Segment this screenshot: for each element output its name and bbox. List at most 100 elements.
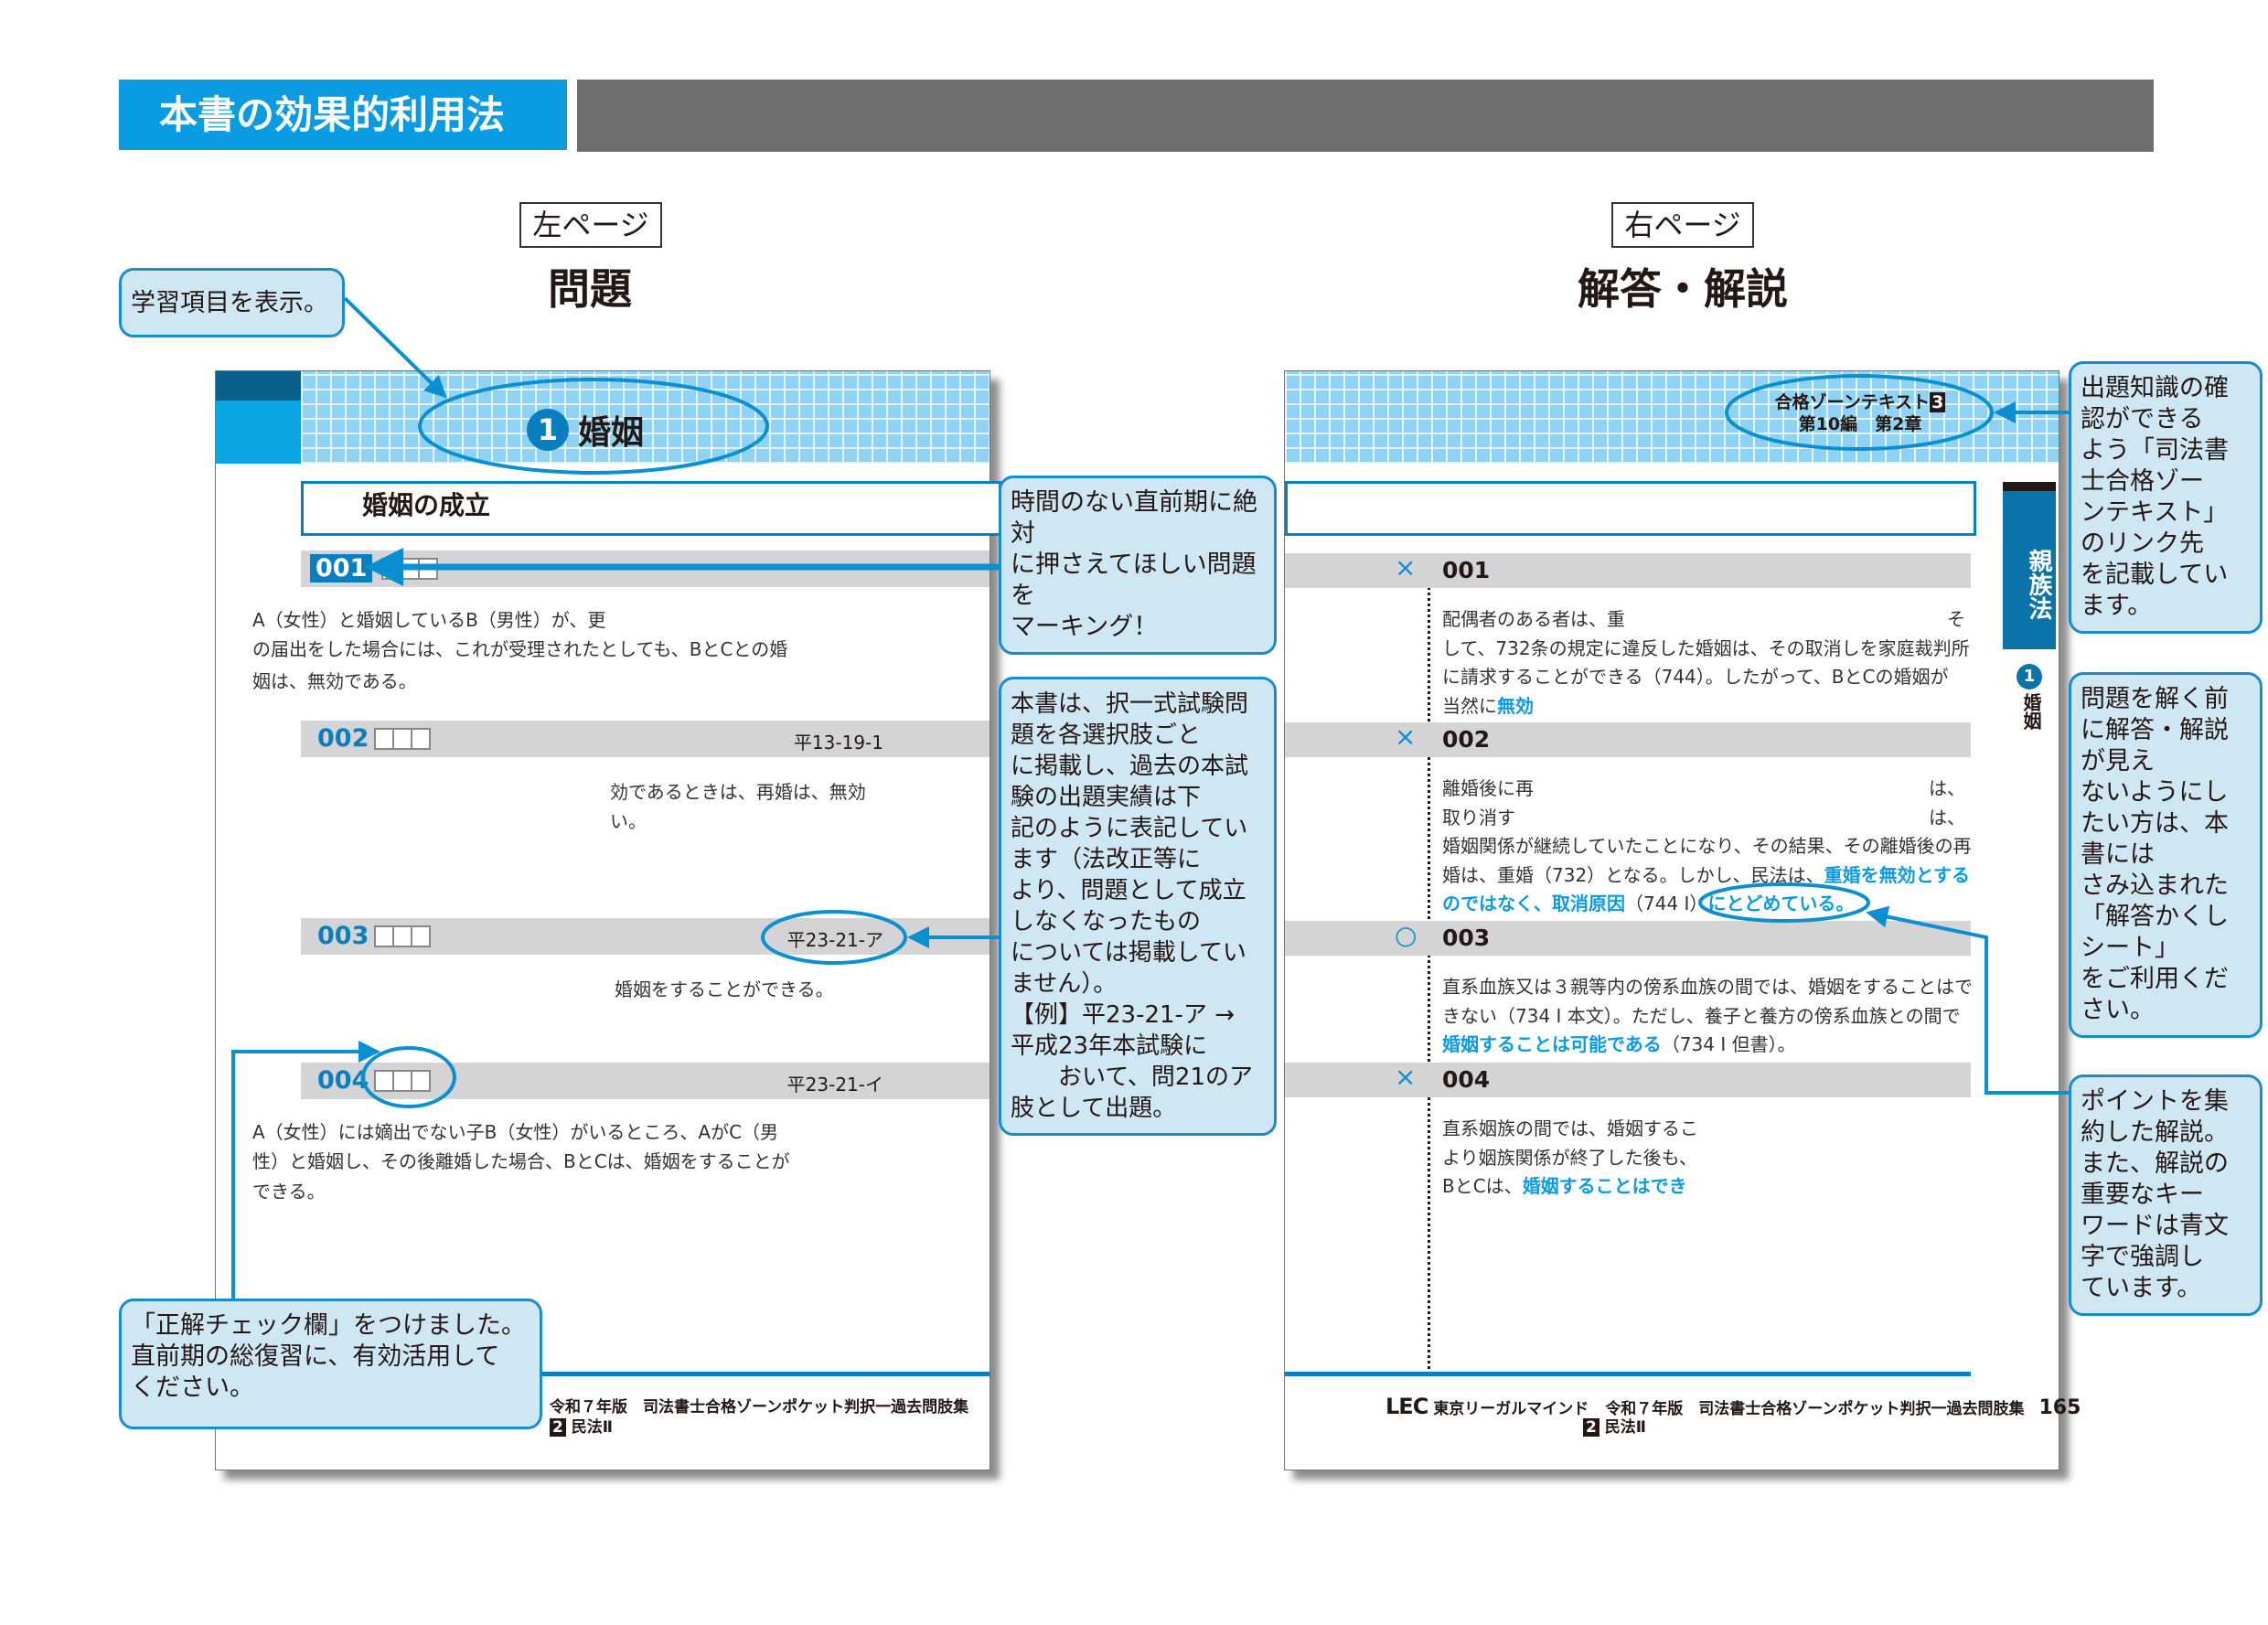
left-page-tag: 左ページ xyxy=(519,202,662,248)
text-segment: A（女性）と婚姻しているB（男性）が、更 xyxy=(252,609,606,631)
left-page-title: 問題 xyxy=(548,264,632,314)
explanation-line: 配偶者のある者は、重そ xyxy=(1442,606,1965,632)
text-segment: （734 I 但書）。 xyxy=(1661,1033,1796,1055)
question-row: 003 平23-21-ア xyxy=(301,918,990,955)
explanation-line: 当然に無効 xyxy=(1442,693,1965,719)
text-segment: そ xyxy=(1947,608,1965,630)
publisher: 東京リーガルマインド xyxy=(1433,1400,1589,1418)
text-segment: 無効 xyxy=(1497,694,1534,717)
footer-volume: 2 民法Ⅱ xyxy=(550,1414,613,1437)
check-box[interactable] xyxy=(376,730,394,748)
right-page-title: 解答・解説 xyxy=(1578,264,1788,314)
side-label: 婚姻 xyxy=(2020,693,2042,730)
callout-answer-sheet: 問題を解く前に解答・解説が見え ないようにしたい方は、本書には さみ込まれた「解… xyxy=(2069,672,2263,1038)
callout-marking: 時間のない直前期に絶対 に押さえてほしい問題を マーキング！ xyxy=(999,476,1277,655)
answer-number: 003 xyxy=(1442,925,1491,951)
question-text-line: 性）と婚姻し、その後離婚した場合、BとCは、婚姻をすることが xyxy=(252,1149,790,1174)
answer-divider xyxy=(1428,553,1430,1369)
explanation-line: に請求することができる（744）。したがって、BとCの婚姻が xyxy=(1442,664,1965,690)
text-segment: 婚姻関係が継続していたことになり、その結果、その離婚後の再 xyxy=(1442,835,1972,857)
footer-title: 令和７年版 司法書士合格ゾーンポケット判択一過去問肢集 xyxy=(1605,1400,2025,1418)
check-box[interactable] xyxy=(394,1072,412,1090)
side-tab[interactable]: 親族法 xyxy=(2003,482,2056,649)
answer-check-boxes[interactable] xyxy=(374,728,431,750)
chapter-label: 婚姻 xyxy=(578,414,645,452)
lec-logo: LEC xyxy=(1385,1394,1428,1419)
footer-rule xyxy=(216,1372,990,1376)
text-segment: 当然に xyxy=(1442,694,1497,717)
answer-check-boxes[interactable] xyxy=(374,1070,431,1092)
explanation-line: 直系姻族の間では、婚姻するこ xyxy=(1442,1116,1965,1141)
corner-dark xyxy=(216,371,301,401)
text-segment: に請求することができる（744）。したがって、BとCの婚姻が xyxy=(1442,666,1949,688)
question-text-line: A（女性）には嫡出でない子B（女性）がいるところ、AがC（男 xyxy=(252,1119,778,1145)
callout-learning-topic: 学習項目を表示。 xyxy=(119,268,345,337)
answer-row: × 004 xyxy=(1285,1062,1971,1097)
explanation-line: 婚は、重婚（732）となる。しかし、民法は、重婚を無効とする xyxy=(1442,862,1970,888)
answer-number: 002 xyxy=(1442,726,1491,753)
callout-check-column: 「正解チェック欄」をつけました。 直前期の総復習に、有効活用して ください。 xyxy=(119,1299,542,1429)
explanation-line: より姻族関係が終了した後も、 xyxy=(1442,1145,1965,1171)
answer-mark: ○ xyxy=(1395,920,1418,950)
checkbox-oval xyxy=(361,1046,456,1108)
question-number: 004 xyxy=(317,1066,369,1095)
section-box xyxy=(1285,481,1976,536)
arrow-to-chapter xyxy=(343,296,447,399)
answer-mark: × xyxy=(1395,722,1417,752)
explanation-line: 婚姻することは可能である（734 I 但書）。 xyxy=(1442,1032,1965,1057)
answer-number: 004 xyxy=(1442,1066,1491,1093)
question-text-line: い。 xyxy=(610,808,647,834)
arrow-to-checkbox xyxy=(231,1041,380,1299)
answer-row: × 002 xyxy=(1285,722,1971,757)
exam-reference: 平23-21-ア xyxy=(786,929,883,951)
check-box[interactable] xyxy=(394,730,412,748)
volume-badge: 2 xyxy=(1583,1418,1599,1437)
text-segment: にとどめている。 xyxy=(1707,893,1855,914)
explanation-line: 離婚後に再は、 xyxy=(1442,775,1965,801)
check-box[interactable] xyxy=(376,1072,394,1090)
side-number-icon: 1 xyxy=(2017,664,2042,690)
keyword-oval xyxy=(1698,882,1870,923)
page-heading: 本書の効果的利用法 xyxy=(119,80,567,150)
text-segment: 効であるときは、再婚は、無効 xyxy=(610,781,866,803)
question-text-line: 婚姻をすることができる。 xyxy=(615,977,834,1002)
corner-cyan xyxy=(216,401,301,464)
footer-volume: 2 民法Ⅱ xyxy=(1583,1414,1646,1437)
explanation-line: のではなく、取消原因（744 I）にとどめている。 xyxy=(1442,891,1965,916)
explanation-line: BとCは、婚姻することはでき xyxy=(1442,1173,1965,1199)
text-segment: 婚は、重婚（732）となる。しかし、民法は、 xyxy=(1442,863,1824,886)
text-segment: できる。 xyxy=(252,1181,326,1203)
text-segment: のではなく、取消原因 xyxy=(1442,893,1625,914)
question-number: 003 xyxy=(317,922,369,950)
link-chapter: 第10編 第2章 xyxy=(1798,414,1922,434)
footer-rule xyxy=(1285,1372,1971,1376)
link-oval xyxy=(1725,374,1994,451)
footer-title: 令和７年版 司法書士合格ゾーンポケット判択一過去問肢集 xyxy=(550,1398,969,1417)
check-box[interactable] xyxy=(376,927,394,946)
answer-number: 001 xyxy=(1442,557,1491,583)
text-segment: 重婚を無効とする xyxy=(1824,863,1970,886)
footer: LEC 東京リーガルマインド 令和７年版 司法書士合格ゾーンポケット判択一過去問… xyxy=(1385,1394,2081,1419)
text-segment: BとCは、 xyxy=(1442,1175,1523,1197)
answer-row: ×001 xyxy=(1285,552,1971,588)
heading-bar xyxy=(577,80,2154,152)
text-segment: 直系血族又は３親等内の傍系血族の間では、婚姻をすることはで xyxy=(1442,976,1973,998)
arrow-to-keyword xyxy=(1866,905,2069,1095)
text-segment: 性）と婚姻し、その後離婚した場合、BとCは、婚姻をすることが xyxy=(252,1150,790,1172)
ref-oval xyxy=(761,910,907,965)
check-box[interactable] xyxy=(394,927,412,946)
text-segment: 婚姻することは可能である xyxy=(1442,1033,1662,1055)
callout-exam-record: 本書は、択一式試験問題を各選択肢ごと に掲載し、過去の本試験の出題実績は下 記の… xyxy=(999,677,1277,1136)
text-segment: 婚姻をすることができる。 xyxy=(615,978,834,1000)
explanation-line: して、732条の規定に違反した婚姻は、その取消しを家庭裁判所 xyxy=(1442,636,1970,661)
explanation-line: きない（734 I 本文）。ただし、養子と養方の傍系血族との間で xyxy=(1442,1003,1965,1029)
text-segment: きない（734 I 本文）。ただし、養子と養方の傍系血族との間で xyxy=(1442,1004,1961,1027)
answer-check-boxes[interactable] xyxy=(374,925,431,947)
volume-label: 民法Ⅱ xyxy=(1604,1418,1646,1437)
text-segment: より姻族関係が終了した後も、 xyxy=(1442,1146,1697,1169)
answer-mark: × xyxy=(1395,1062,1417,1092)
question-text-line: の届出をした場合には、これが受理されたとしても、BとCとの婚 xyxy=(252,636,787,662)
text-segment: 婚姻することはでき xyxy=(1522,1175,1687,1197)
